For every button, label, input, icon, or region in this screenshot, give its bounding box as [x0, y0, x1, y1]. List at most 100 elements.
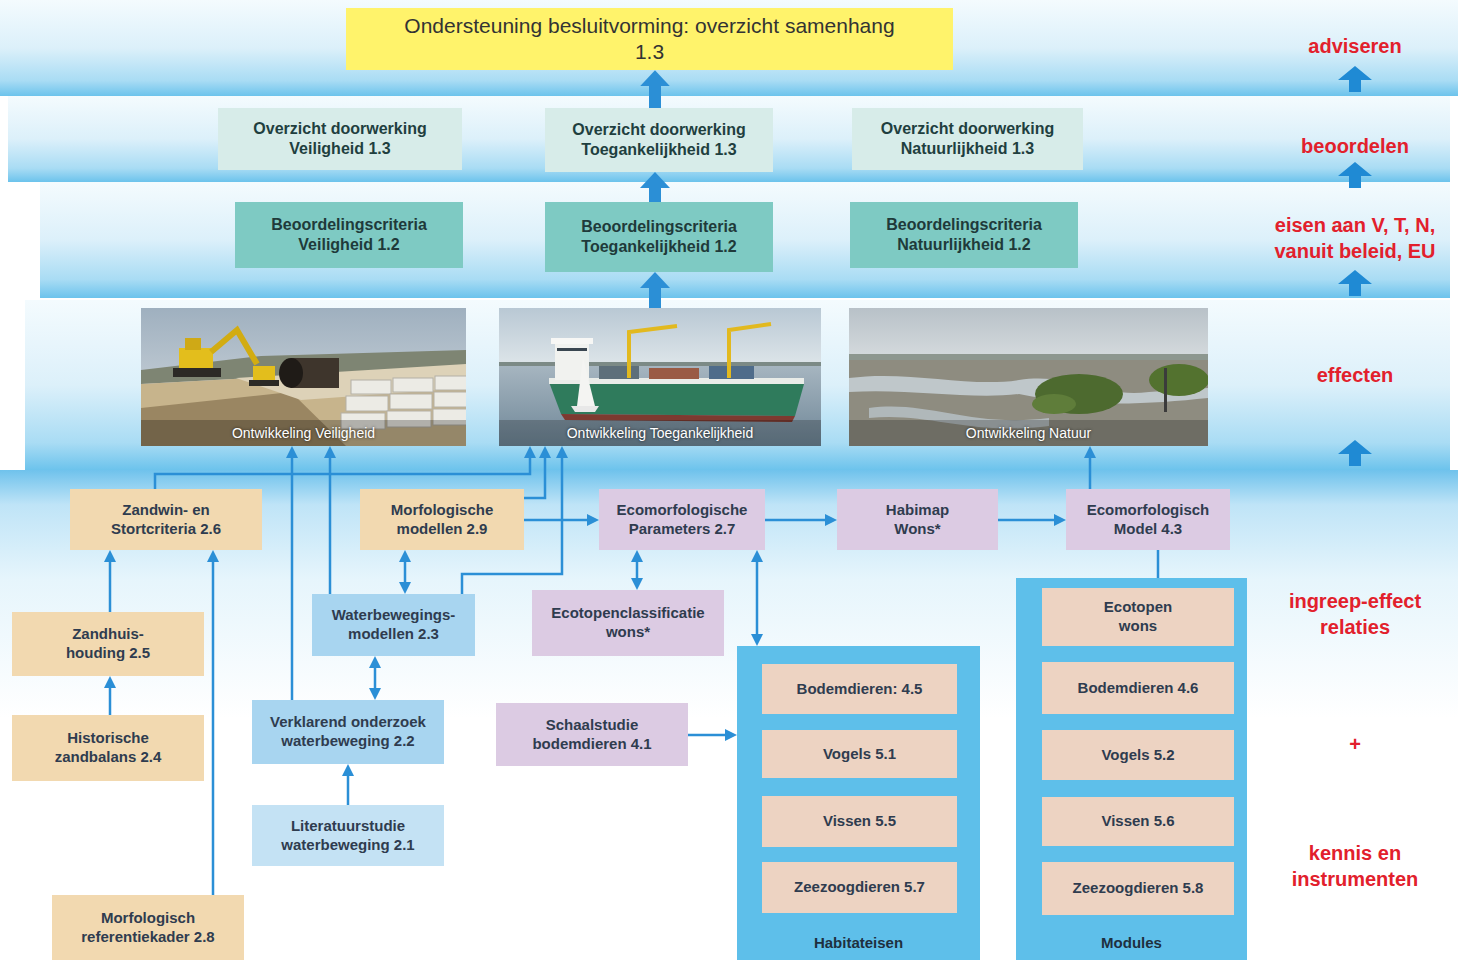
ecology-box: Ecomorfologische Parameters 2.7 [599, 489, 765, 550]
box-label: Ecomorfologische Parameters 2.7 [607, 501, 757, 539]
criteria-box: Beoordelingscriteria Veiligheid 1.2 [235, 202, 463, 268]
box-label: Ecotopen wons [1093, 598, 1183, 636]
photo-dike-works [211, 330, 257, 364]
morphology-box: Historische zandbalans 2.4 [12, 715, 204, 781]
photo-dike-works [346, 396, 388, 411]
criteria-box: Beoordelingscriteria Toegankelijkheid 1.… [545, 202, 773, 272]
photo-dike-works [434, 392, 466, 407]
photo-dike-works [141, 392, 346, 446]
layer-label-holder: ingreep-effect relaties [1275, 588, 1435, 640]
box-label: Morfologische modellen 2.9 [368, 501, 516, 539]
photo-dike-works [253, 366, 275, 380]
photo-mudflat [849, 376, 1208, 404]
connector-arrow [649, 180, 661, 202]
photo-dike-works [341, 413, 385, 429]
photo-mudflat [1164, 368, 1167, 412]
photo-ship [599, 366, 639, 379]
layer-label-holder: kennis en instrumenten [1275, 840, 1435, 892]
layer-label: ingreep-effect relaties [1275, 588, 1435, 640]
box-label: Beoordelingscriteria Toegankelijkheid 1.… [553, 217, 765, 257]
box-label: Overzicht doorwerking Toegankelijkheid 1… [553, 120, 765, 160]
photo-mudflat [849, 308, 1208, 446]
photo-dike-works [291, 358, 339, 388]
photo-ship [499, 308, 821, 368]
photo-dike-works [351, 380, 391, 394]
layer-up-arrow [1338, 66, 1372, 92]
photo-ship [629, 326, 677, 378]
box-label: Ecotopenclassificatie wons* [540, 604, 716, 642]
connector-arrow [212, 556, 215, 895]
photo-dike-works [341, 376, 466, 429]
layer-band: Beoordelingscriteria Veiligheid 1.2 Beoor… [40, 182, 1450, 298]
photo-caption: Ontwikkeling Natuur [966, 425, 1091, 441]
photo-mudflat [849, 360, 1208, 446]
photo-dike-works [279, 358, 303, 388]
layer-band: Ondersteuning besluitvorming: overzicht … [0, 0, 1458, 96]
ecology-box: Ecotopenclassificatie wons* [532, 590, 724, 656]
box-label: Schaalstudie bodemdieren 4.1 [504, 716, 680, 754]
connector-arrow [329, 452, 332, 594]
layer-up-arrow [1338, 440, 1372, 466]
species-box: Vissen 5.5 [762, 796, 957, 847]
layer-label-holder: eisen aan V, T, N, vanuit beleid, EU [1260, 212, 1450, 264]
box-label: Vogels 5.1 [823, 745, 896, 764]
photo-mudflat [1035, 374, 1123, 414]
effect-photo-box: Ontwikkeling Natuur [849, 308, 1208, 446]
box-label: Zandwin- en Stortcriteria 2.6 [86, 501, 246, 539]
photo-dike-works [390, 394, 432, 409]
ecology-box: Schaalstudie bodemdieren 4.1 [496, 703, 688, 766]
layer-up-arrow [1338, 162, 1372, 188]
box-label: Bodemdieren 4.6 [1078, 679, 1199, 698]
photo-dike-works [393, 378, 433, 392]
connector-arrow [155, 452, 530, 489]
photo-mudflat [869, 407, 1049, 429]
layer-label-holder: + [1325, 731, 1385, 757]
box-label: Overzicht doorwerking Veiligheid 1.3 [226, 119, 454, 159]
layer-label-holder: adviseren [1265, 33, 1445, 59]
photo-mudflat [849, 308, 1208, 360]
layer-label: adviseren [1265, 33, 1445, 59]
species-box: Bodemdieren 4.6 [1042, 662, 1234, 714]
box-label: Overzicht doorwerking Natuurlijkheid 1.3 [860, 119, 1075, 159]
photo-dike-works [141, 420, 466, 446]
photo-ship [577, 358, 595, 406]
box-label: Vissen 5.6 [1101, 812, 1174, 831]
photo-mudflat [849, 308, 1208, 446]
group-panel: Bodemdieren: 4.5Vogels 5.1Vissen 5.5Zeez… [737, 646, 980, 960]
layer-band: Zandwin- en Stortcriteria 2.6 Morfologisc… [0, 470, 1458, 967]
photo-dike-works [141, 308, 466, 446]
ecology-box: Habimap Wons* [837, 489, 998, 550]
box-label: Ecomorfologisch Model 4.3 [1074, 501, 1222, 539]
morphology-box: Zandhuis- houding 2.5 [12, 612, 204, 676]
ecology-box: Ecomorfologisch Model 4.3 [1066, 489, 1230, 550]
photo-caption: Ontwikkeling Toegankelijkheid [567, 425, 754, 441]
effect-photo-box: Ontwikkeling Veiligheid [141, 308, 466, 446]
connector-arrow [636, 556, 639, 584]
photo-dike-works [141, 308, 466, 446]
layer-up-arrow [1338, 66, 1372, 466]
assessment-overview-box: Overzicht doorwerking Veiligheid 1.3 [218, 108, 462, 170]
water-model-box: Verklarend onderzoek waterbeweging 2.2 [252, 700, 444, 764]
photo-dike-works [236, 364, 466, 400]
assessment-overview-box: Overzicht doorwerking Natuurlijkheid 1.3 [852, 108, 1083, 170]
photo-ship [499, 420, 821, 446]
connector-arrow [524, 452, 545, 498]
photo-ship [549, 378, 804, 384]
box-label: Vogels 5.2 [1101, 746, 1174, 765]
box-label: Beoordelingscriteria Veiligheid 1.2 [243, 215, 455, 255]
layer-label: effecten [1265, 362, 1445, 388]
box-label: Waterbewegings- modellen 2.3 [320, 606, 467, 644]
connector-arrow [524, 519, 593, 522]
photo-dike-works [173, 368, 221, 377]
connector-arrow [1157, 550, 1160, 578]
box-label: Bodemdieren: 4.5 [797, 680, 923, 699]
photo-dike-works [433, 409, 466, 425]
advice-box: Ondersteuning besluitvorming: overzicht … [346, 8, 953, 71]
box-label: Literatuurstudie waterbeweging 2.1 [260, 817, 436, 855]
species-box: Zeezoogdieren 5.8 [1042, 862, 1234, 915]
box-label: Zeezoogdieren 5.8 [1073, 879, 1204, 898]
morphology-box: Morfologische modellen 2.9 [360, 489, 524, 550]
photo-dike-works [141, 350, 466, 384]
box-label: Historische zandbalans 2.4 [43, 729, 173, 767]
photo-mudflat [849, 354, 1208, 360]
